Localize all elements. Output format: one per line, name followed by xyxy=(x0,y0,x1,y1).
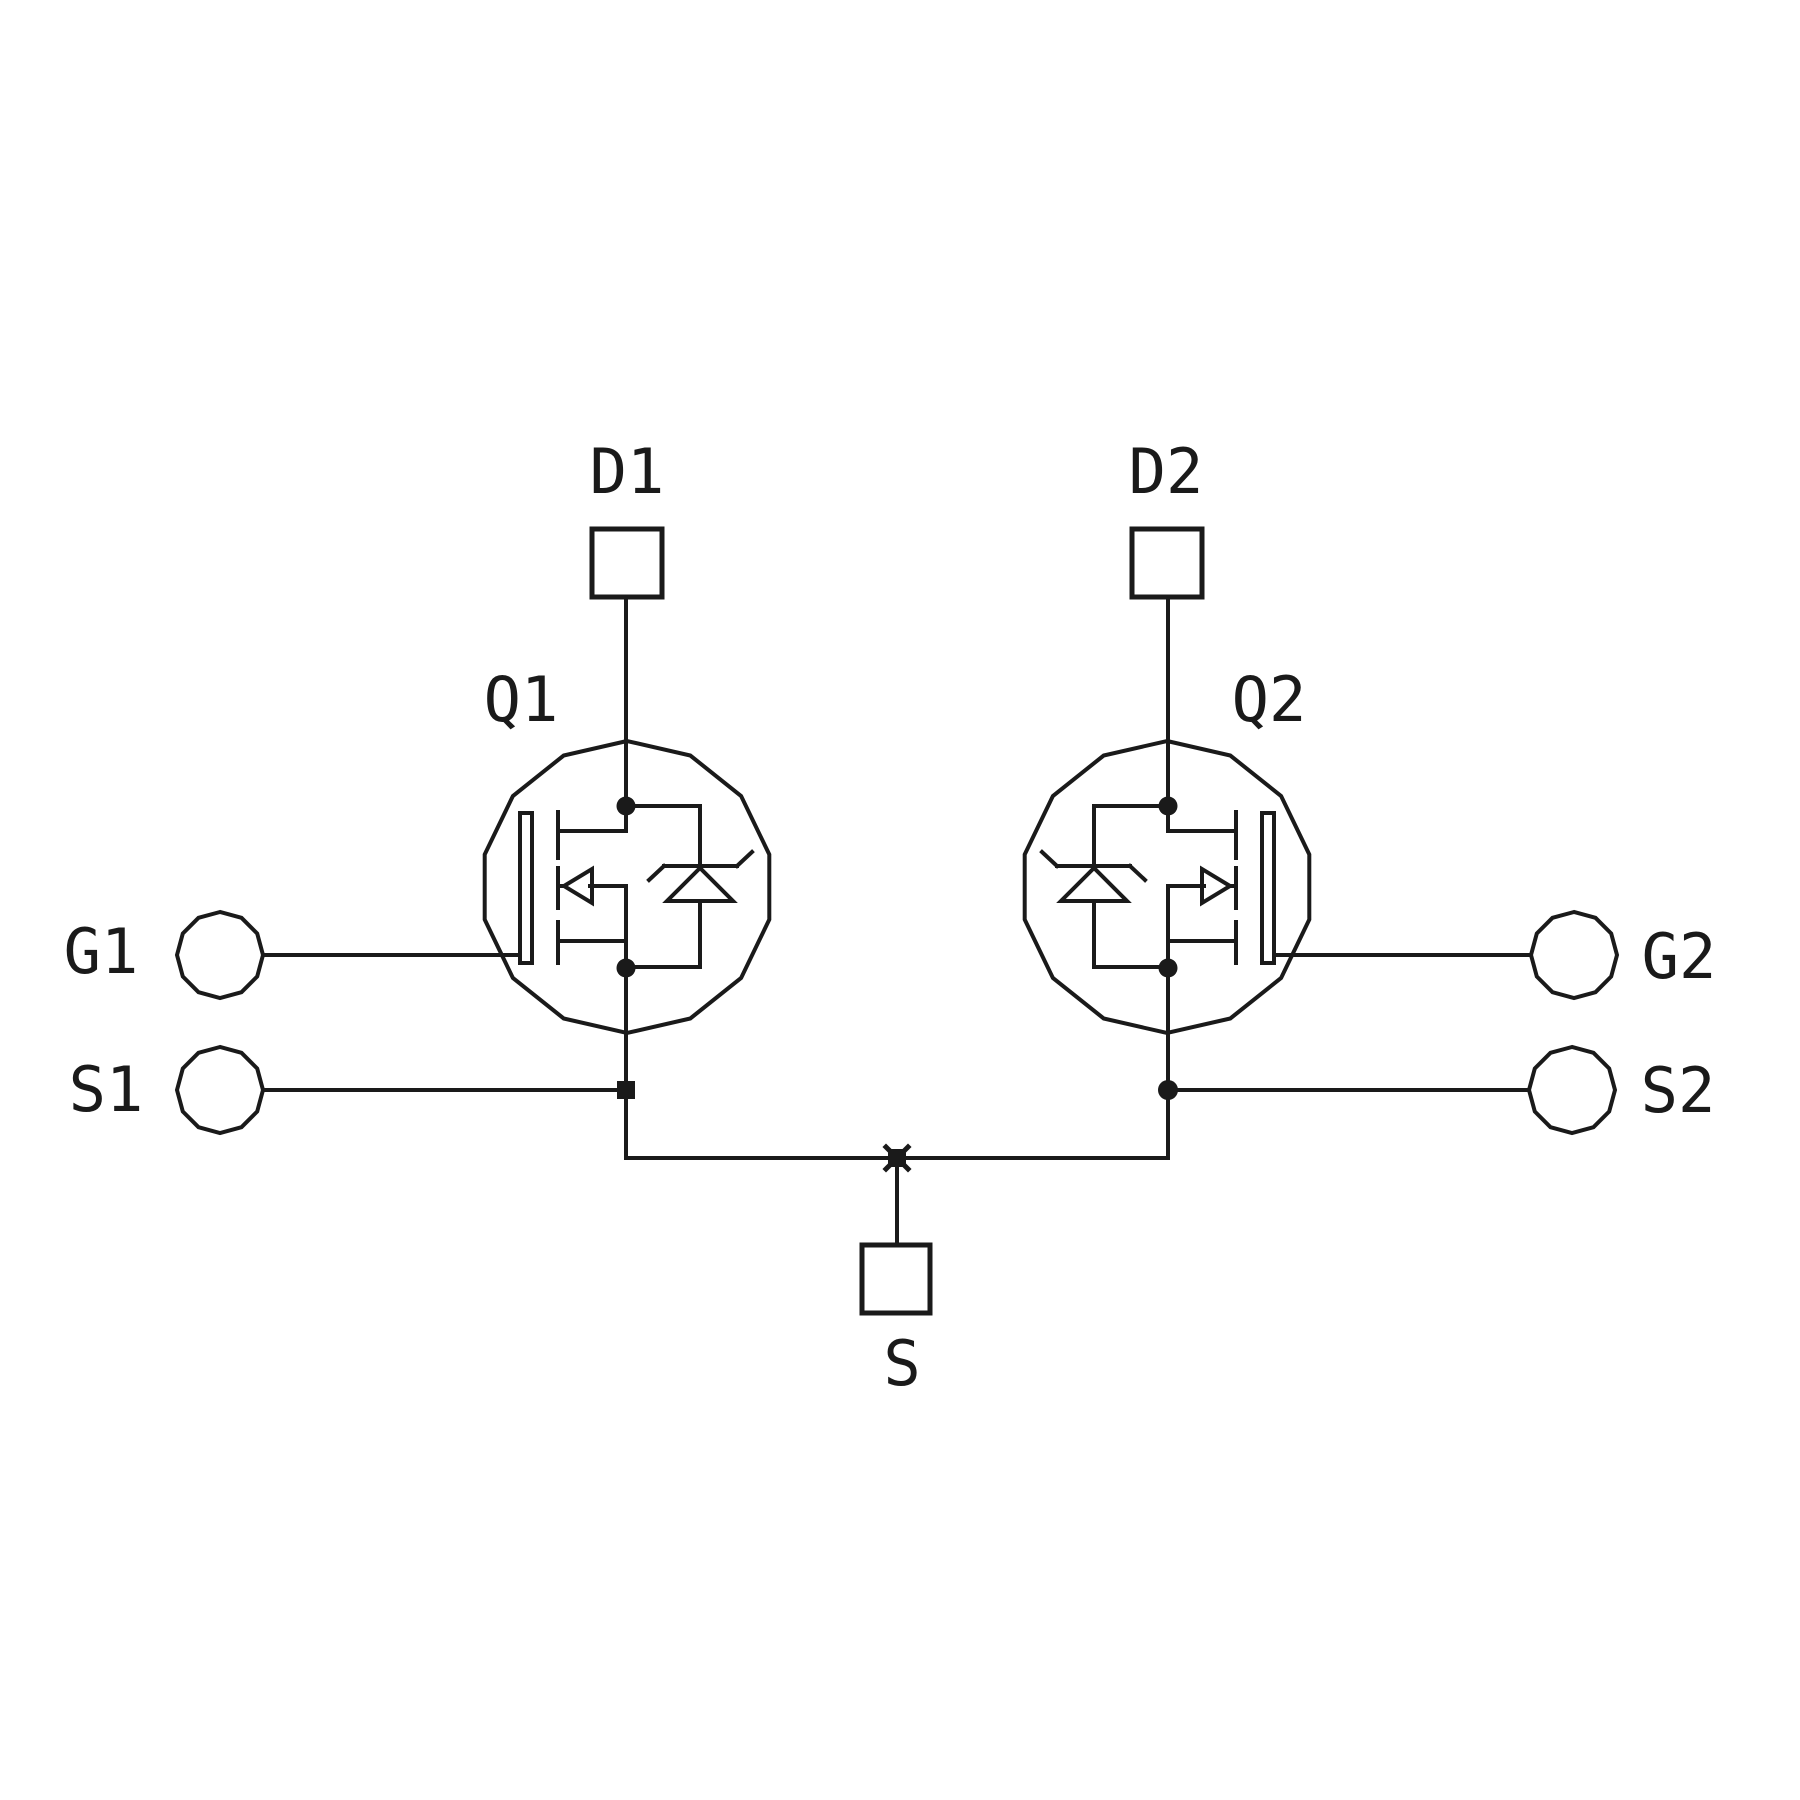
q1-body-arrow xyxy=(560,865,594,907)
q1-diode-zener-wing-left xyxy=(646,863,667,883)
mosfet-q1-symbol xyxy=(261,595,772,1160)
q1-gate-bar xyxy=(518,811,534,965)
s2-junction-marker xyxy=(1158,1080,1178,1100)
terminal-g2-circle xyxy=(1529,910,1619,1000)
label-d2: D2 xyxy=(1129,435,1204,508)
q1-diode-top-wire xyxy=(624,804,702,868)
s1-junction-marker xyxy=(617,1081,635,1099)
label-s2: S2 xyxy=(1641,1054,1716,1127)
pad-s xyxy=(859,1242,933,1316)
q1-diode-zener-wing-right xyxy=(734,849,755,869)
q2-source-junction-dot xyxy=(1158,958,1178,978)
label-q2: Q2 xyxy=(1232,663,1307,736)
q1-diode-triangle xyxy=(662,865,738,903)
terminal-s2-circle xyxy=(1527,1045,1617,1135)
q1-source-junction-dot xyxy=(616,958,636,978)
label-s1: S1 xyxy=(69,1053,144,1126)
pad-d1 xyxy=(589,526,665,600)
q2-diode-triangle xyxy=(1056,865,1132,903)
label-d1: D1 xyxy=(590,435,665,508)
mosfet-q2-symbol xyxy=(1022,595,1533,1160)
label-g1: G1 xyxy=(64,915,139,988)
pad-d2 xyxy=(1129,526,1205,600)
label-q1: Q1 xyxy=(484,663,559,736)
q2-gate-bar xyxy=(1260,811,1276,965)
q2-diode-top-wire xyxy=(1092,804,1170,868)
q2-body-arrow xyxy=(1200,865,1234,907)
label-s: S xyxy=(883,1327,920,1400)
terminal-g1-circle xyxy=(175,910,265,1000)
terminal-s1-circle xyxy=(175,1045,265,1135)
common-source-net xyxy=(261,1080,1531,1247)
q1-drain-junction-dot xyxy=(616,796,636,816)
q2-drain-junction-dot xyxy=(1158,796,1178,816)
label-g2: G2 xyxy=(1642,920,1717,993)
q2-diode-zener-wing-left xyxy=(1039,849,1060,869)
q2-diode-zener-wing-right xyxy=(1127,863,1148,883)
